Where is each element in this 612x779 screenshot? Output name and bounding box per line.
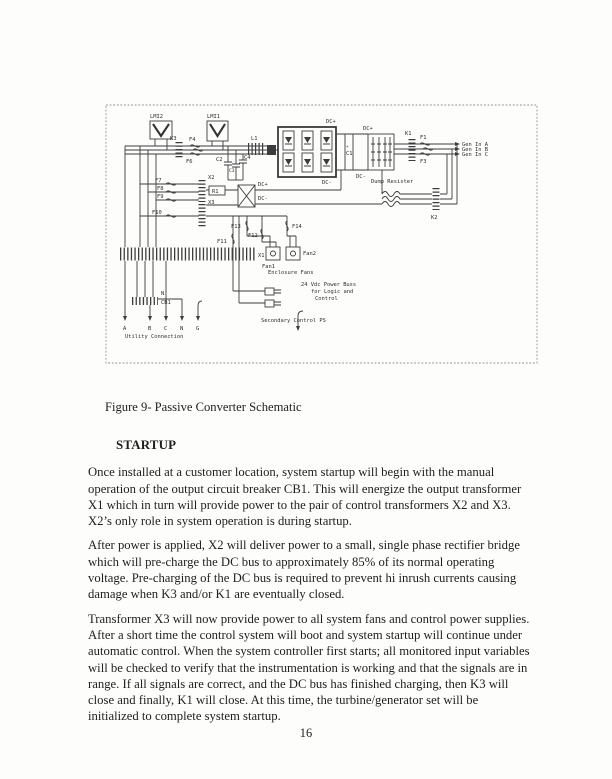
- schematic-figure: LMI2 LMI1 K3 F4 F6 C2 C3 C4 L1 DC+ DC- *…: [105, 104, 539, 365]
- label-k2: K2: [431, 215, 438, 221]
- dump-resistor-bank: [367, 133, 395, 171]
- gen-in-arrows: [455, 142, 460, 156]
- label-f3: F3: [420, 159, 427, 165]
- label-f9: F9: [157, 194, 164, 200]
- label-lmi1: LMI1: [207, 114, 220, 120]
- paragraph-2: After power is applied, X2 will deliver …: [88, 538, 520, 602]
- label-dump-resistor: Dump Resister: [371, 179, 414, 185]
- page-number: 16: [299, 726, 313, 740]
- dc-bus-capacitor-c1: [336, 133, 368, 171]
- utility-terminal-arrows: [123, 316, 200, 321]
- body-text: STARTUP Once installed at a customer loc…: [88, 437, 530, 733]
- label-f10: F10: [152, 210, 162, 216]
- label-dc-minus-filter: DC-: [356, 174, 366, 180]
- r1-resistor: [208, 185, 226, 196]
- paragraph-3: Transformer X3 will now provide power to…: [88, 611, 530, 724]
- label-fan2: Fan2: [303, 251, 316, 257]
- passive-converter-schematic: LMI2 LMI1 K3 F4 F6 C2 C3 C4 L1 DC+ DC- *…: [105, 104, 538, 364]
- connector-block: [267, 145, 276, 155]
- label-term-c: C: [164, 326, 167, 332]
- label-gen-in-b: Gen In B: [462, 147, 488, 153]
- label-gen-in-a: Gen In A: [462, 142, 489, 148]
- fan-branch-wiring: [206, 215, 297, 304]
- label-dc-plus-bridge: DC+: [326, 119, 336, 125]
- fan1-unit: [265, 246, 281, 261]
- utility-wiring: [124, 261, 203, 316]
- label-dc-plus-filter: DC+: [363, 126, 373, 132]
- label-gen-in-c: Gen In C: [462, 152, 488, 158]
- filter-capacitors: [224, 146, 247, 181]
- precharge-rectifier: [237, 170, 382, 208]
- lmi2-arrester: [149, 120, 173, 150]
- label-power-buss-1: 24 Vdc Power Buss: [301, 282, 356, 288]
- label-power-buss-2: for Logic and: [311, 289, 353, 295]
- label-term-b: B: [148, 326, 151, 332]
- label-f1: F1: [420, 135, 427, 141]
- label-dc-plus-precharge: DC+: [258, 182, 268, 188]
- generator-output-wiring: [394, 143, 455, 155]
- label-fan1: Fan1: [262, 264, 275, 270]
- label-power-buss-3: Control: [315, 296, 338, 302]
- label-f13: F13: [231, 224, 241, 230]
- label-dc-minus-bridge: DC-: [322, 180, 332, 186]
- dump-resistor-k2-circuit: [381, 144, 458, 207]
- label-term-a: A: [123, 326, 127, 332]
- label-k1: K1: [405, 131, 412, 137]
- label-c2: C2: [216, 157, 223, 163]
- label-enclosure-fans: Enclosure Fans: [268, 270, 313, 276]
- control-transformer-wiring: [140, 182, 238, 218]
- label-f4: F4: [189, 137, 196, 143]
- label-cb1: CB1: [161, 300, 171, 306]
- secondary-ps-connectors: [264, 287, 304, 331]
- label-c1-star: *: [346, 145, 349, 151]
- paragraph-1: Once installed at a customer location, s…: [88, 465, 522, 529]
- label-c4: C4: [244, 155, 251, 161]
- label-f12: F12: [248, 233, 258, 239]
- label-utility-connection: Utility Connection: [125, 334, 183, 340]
- label-f11: F11: [217, 239, 227, 245]
- label-r1: R1: [212, 189, 219, 195]
- startup-heading: STARTUP: [116, 438, 177, 452]
- label-f7: F7: [155, 178, 162, 184]
- lmi1-arrester: [206, 120, 229, 150]
- label-k3: K3: [170, 136, 177, 142]
- label-f6: F6: [186, 159, 193, 165]
- bridge-rectifier: [277, 126, 337, 178]
- output-fuses: [419, 142, 434, 156]
- label-x1: X1: [258, 253, 265, 259]
- label-f8: F8: [157, 186, 164, 192]
- label-neutral: N: [161, 291, 164, 297]
- label-c1: C1: [346, 151, 353, 157]
- figure-caption: Figure 9- Passive Converter Schematic: [105, 400, 302, 414]
- label-secondary-ps: Secondary Control PS: [261, 318, 326, 324]
- label-dc-minus-precharge: DC-: [258, 196, 268, 202]
- fan2-unit: [285, 246, 301, 261]
- l1-inductor: [248, 143, 278, 155]
- input-fuses: [189, 144, 204, 156]
- label-x2: X2: [208, 175, 215, 181]
- label-x3: X3: [208, 200, 215, 206]
- label-lmi2: LMI2: [150, 114, 163, 120]
- label-f14: F14: [292, 224, 302, 230]
- figure-frame: [105, 104, 538, 364]
- label-term-n: N: [180, 326, 183, 332]
- label-term-g: G: [196, 326, 199, 332]
- label-l1: L1: [251, 136, 258, 142]
- label-c3: C3: [229, 168, 235, 174]
